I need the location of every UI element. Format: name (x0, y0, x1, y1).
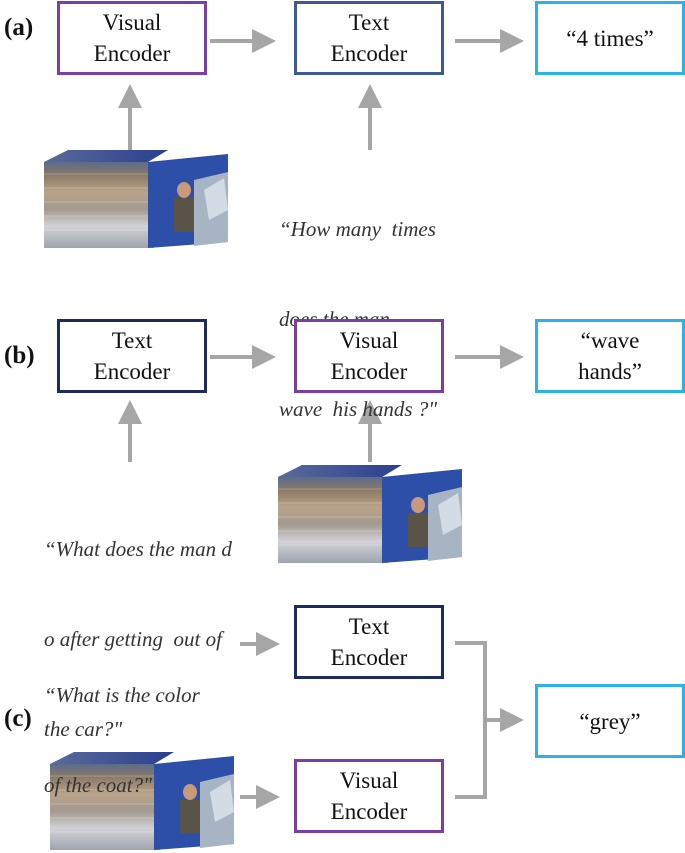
question-text-b: “What does the man d o after getting out… (44, 474, 232, 774)
text-encoder-box-c: Text Encoder (294, 605, 444, 679)
answer-box-c: “grey” (535, 684, 685, 758)
visual-encoder-label-line2: Encoder (330, 799, 408, 824)
question-b-line1: “What does the man d (44, 537, 232, 561)
question-a-line3: wave his hands ?" (279, 397, 438, 421)
visual-encoder-box-c: Visual Encoder (294, 759, 444, 833)
answer-text-b-line2: hands” (578, 359, 642, 384)
visual-encoder-label-line1: Visual (339, 768, 399, 793)
text-encoder-label-line2: Encoder (330, 645, 408, 670)
visual-encoder-label-line1: Visual (102, 10, 162, 35)
question-b-line2: o after getting out of (44, 627, 222, 651)
text-encoder-label-line2: Encoder (93, 359, 171, 384)
text-encoder-label-line2: Encoder (330, 41, 408, 66)
video-clip-b (278, 465, 462, 563)
answer-text-a: “4 times” (566, 25, 654, 51)
question-c-line1: “What is the color (44, 683, 200, 707)
video-clip-c (50, 752, 234, 850)
visual-encoder-box-b: Visual Encoder (294, 319, 444, 393)
panel-label-a: (a) (4, 14, 34, 41)
answer-text-c: “grey” (579, 708, 641, 734)
panel-label-c: (c) (4, 705, 32, 732)
text-encoder-label-line1: Text (348, 10, 390, 35)
visual-encoder-label-line2: Encoder (330, 359, 408, 384)
panel-label-b: (b) (4, 342, 35, 369)
question-text-c: “What is the color of the coat?" (44, 620, 200, 830)
text-encoder-label-line1: Text (348, 614, 390, 639)
question-b-line3: the car?" (44, 717, 123, 741)
arrow-c-merge-bracket (455, 641, 487, 799)
visual-encoder-label-line2: Encoder (93, 41, 171, 66)
answer-text-b-line1: “wave (580, 328, 640, 353)
visual-encoder-box-a: Visual Encoder (57, 1, 207, 75)
text-encoder-label-line1: Text (111, 328, 153, 353)
text-encoder-box-b: Text Encoder (57, 319, 207, 393)
question-c-line2: of the coat?" (44, 773, 152, 797)
video-clip-a (44, 150, 228, 248)
answer-box-b: “wave hands” (535, 319, 685, 393)
visual-encoder-label-line1: Visual (339, 328, 399, 353)
question-a-line1: “How many times (279, 217, 436, 241)
answer-box-a: “4 times” (535, 1, 685, 75)
question-text-a: “How many times does the man wave his ha… (279, 154, 437, 454)
text-encoder-box-a: Text Encoder (294, 1, 444, 75)
